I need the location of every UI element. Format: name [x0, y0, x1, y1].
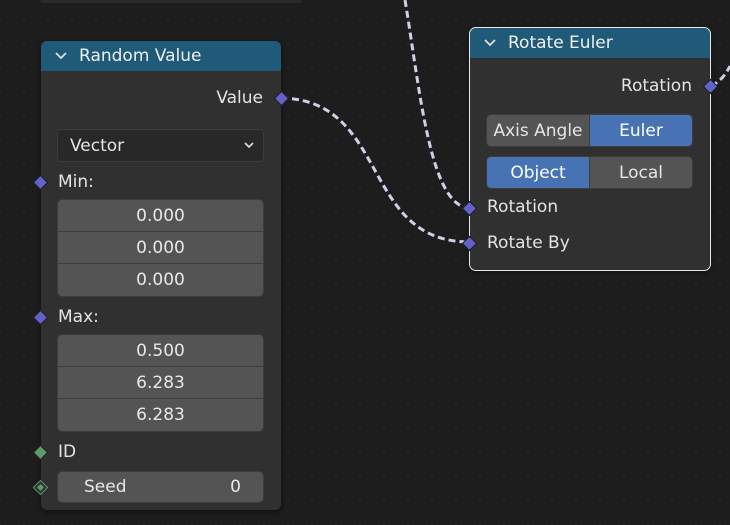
seed-value: 0	[230, 477, 241, 497]
chevron-down-icon[interactable]	[53, 48, 69, 64]
seed-field[interactable]: Seed 0	[57, 471, 264, 503]
rotate-euler-node[interactable]: Rotate Euler Rotation Axis Angle Euler O…	[469, 27, 711, 271]
rotate-by-input-label: Rotate By	[487, 233, 570, 253]
link-value-to-rotate-by[interactable]	[280, 96, 471, 244]
node-title: Rotate Euler	[508, 33, 613, 53]
mode-axis-angle-button[interactable]: Axis Angle	[487, 115, 590, 146]
random-value-node[interactable]: Random Value Value Vector Min: 0.000 0.0…	[41, 41, 281, 510]
rotation-output-label: Rotation	[620, 76, 692, 96]
rotate-euler-header[interactable]: Rotate Euler	[470, 28, 710, 58]
data-type-value: Vector	[70, 135, 125, 156]
min-x-field[interactable]: 0.000	[58, 200, 263, 232]
space-object-button[interactable]: Object	[487, 157, 590, 188]
max-label: Max:	[58, 307, 99, 327]
max-z-field[interactable]: 6.283	[136, 405, 185, 425]
node-title: Random Value	[79, 46, 202, 66]
min-vector-fields: 0.000 0.000 0.000	[57, 199, 264, 297]
mode-euler-button[interactable]: Euler	[590, 115, 692, 146]
rotation-input-label: Rotation	[487, 197, 559, 217]
space-toggle: Object Local	[486, 156, 693, 189]
value-output-label: Value	[216, 88, 263, 108]
random-value-header[interactable]: Random Value	[41, 41, 281, 71]
data-type-dropdown[interactable]: Vector	[57, 129, 264, 162]
chevron-down-icon[interactable]	[482, 35, 498, 51]
id-label: ID	[58, 442, 77, 462]
max-y-field[interactable]: 6.283	[58, 367, 263, 399]
link-upstream-to-rotation[interactable]	[403, 0, 471, 210]
min-z-field[interactable]: 0.000	[136, 270, 185, 290]
space-local-button[interactable]: Local	[590, 157, 692, 188]
mode-toggle: Axis Angle Euler	[486, 114, 693, 147]
max-vector-fields: 0.500 6.283 6.283	[57, 334, 264, 432]
min-label: Min:	[58, 172, 94, 192]
seed-label: Seed	[84, 477, 127, 497]
max-x-field[interactable]: 0.500	[58, 335, 263, 367]
chevron-down-icon	[244, 142, 254, 149]
min-y-field[interactable]: 0.000	[58, 232, 263, 264]
offscreen-node-edge	[40, 0, 302, 3]
